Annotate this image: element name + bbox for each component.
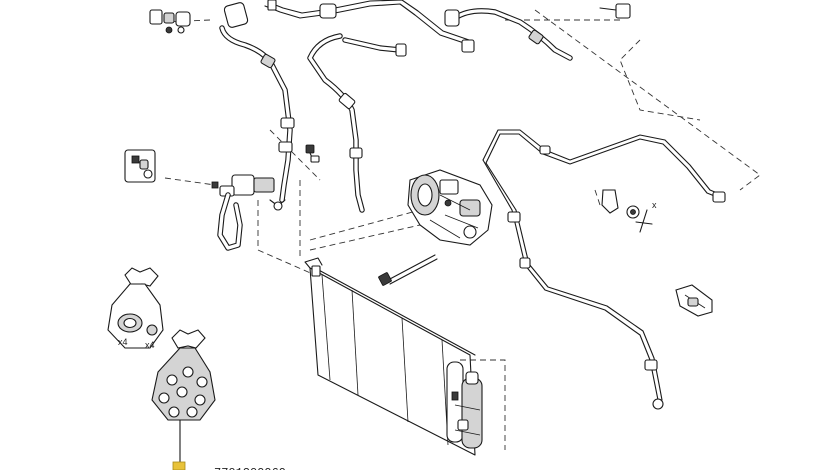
top-left-fitting-cluster (149, 9, 191, 34)
part-number-text: 7701209969 (214, 466, 286, 470)
pipe-clip-right (675, 284, 713, 317)
seal-kit-bag-1: x4 x4 (107, 267, 164, 350)
part-number-callout: 7701209969 (172, 419, 286, 470)
expansion-valve-assembly (211, 174, 286, 251)
pipe-bracket-right: x (601, 189, 657, 233)
compressor-bolt (378, 254, 438, 286)
axis-x-label: x (652, 200, 657, 210)
seal-quantity-b: x4 (145, 340, 155, 350)
part-number-tag (172, 461, 186, 470)
seal-kit-bag-2 (151, 329, 216, 421)
pipe-top-long (264, 0, 475, 53)
bolt-small (305, 144, 320, 163)
pipe-suction-hose (219, 2, 295, 203)
pipe-liquid-line (482, 129, 726, 410)
seal-quantity-a: x4 (118, 337, 128, 347)
receiver-drier (446, 361, 483, 449)
dashed-leader-lines (159, 9, 761, 450)
valve-seal-kit (124, 149, 156, 183)
pipe-top-right-hose (444, 3, 631, 61)
ac-compressor (407, 169, 493, 246)
pipe-discharge-hose (307, 33, 407, 213)
